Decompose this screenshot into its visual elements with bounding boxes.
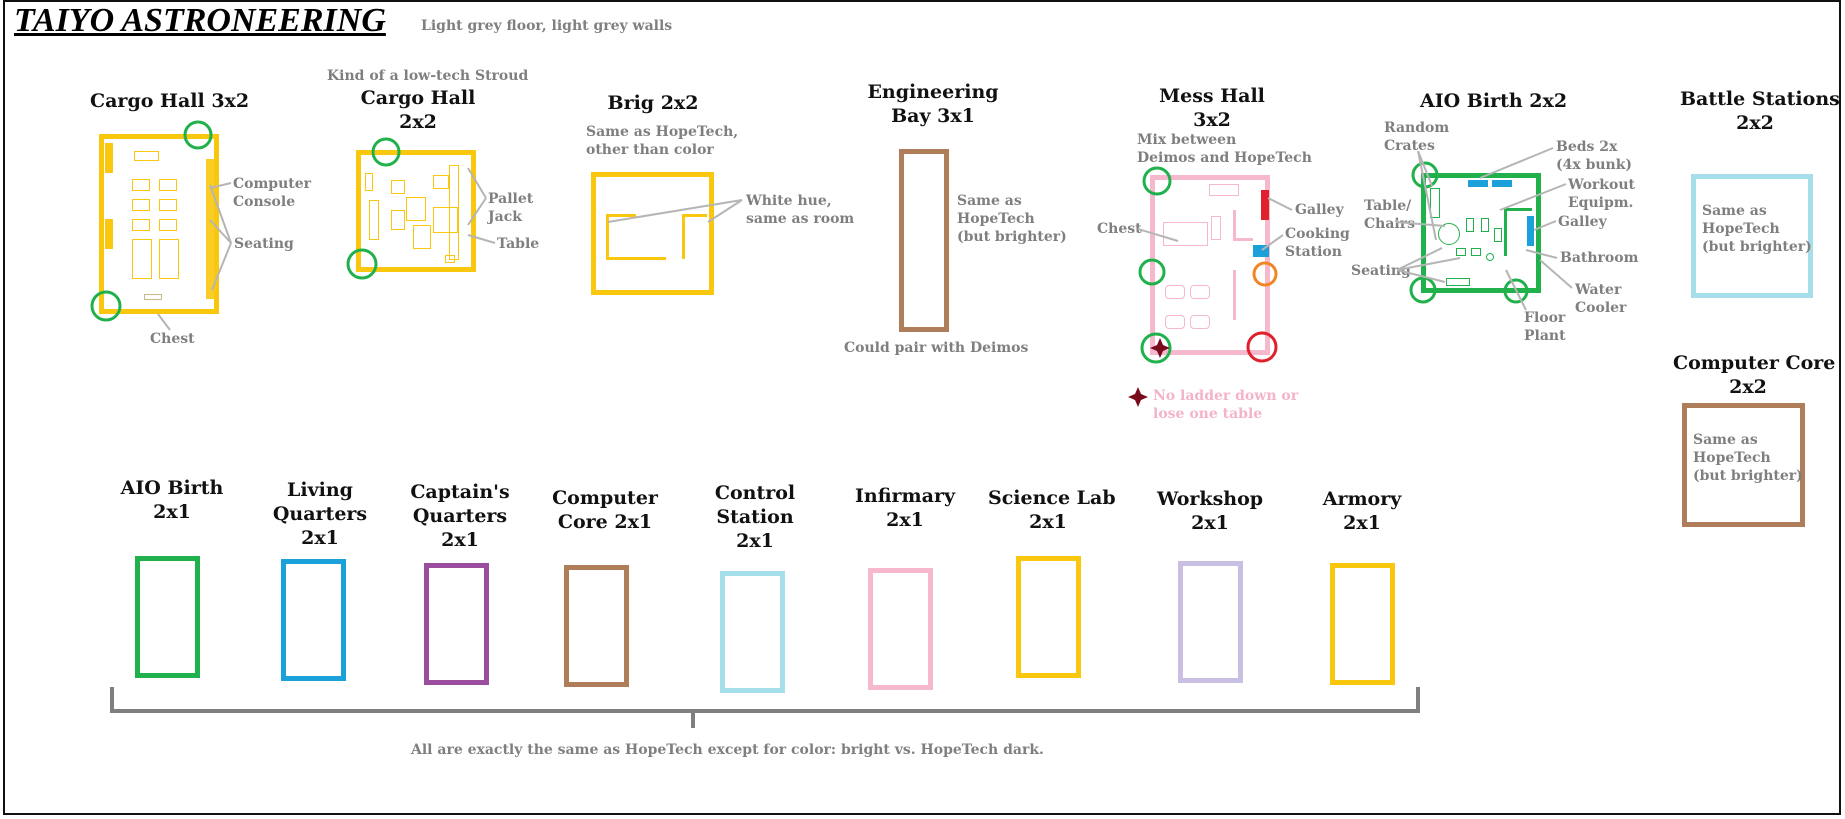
mess-hall-room <box>1150 175 1270 355</box>
doorway-circle-red <box>1246 331 1278 363</box>
cargo-hall-2x2-table-label: Table <box>497 236 540 252</box>
warning-marker-icon <box>1128 387 1148 407</box>
aio-birth-2x2-table-chairs-label: Table/Chairs <box>1364 198 1415 232</box>
page-border <box>3 0 1841 815</box>
bottom-bracket <box>110 687 1420 728</box>
cargo-hall-3x2-room <box>99 134 219 314</box>
cargo-hall-3x2-heading: Cargo Hall 3x2 <box>90 90 250 112</box>
cargo-hall-2x2-room <box>356 150 476 272</box>
doorway-circle <box>1142 166 1172 196</box>
brig-heading: Brig 2x2 <box>607 92 699 114</box>
global-note: Light grey floor, light grey walls <box>421 18 673 34</box>
doorway-circle <box>1409 276 1437 304</box>
mess-hall-chest-label: Chest <box>1097 221 1142 237</box>
mess-hall-galley-label: Galley <box>1295 202 1344 218</box>
small-room-computer-core <box>564 565 629 687</box>
cargo-hall-3x2-seating-label: Seating <box>234 236 294 252</box>
small-room-workshop <box>1178 561 1243 683</box>
small-room-aio-birth <box>135 556 200 678</box>
aio-birth-2x2-seating-label: Seating <box>1351 263 1411 279</box>
diagram-title: TAIYO ASTRONEERING <box>14 2 386 39</box>
doorway-circle <box>1503 278 1529 304</box>
aio-birth-2x2-room <box>1421 173 1541 293</box>
ladder-marker-icon <box>1150 338 1170 358</box>
small-room-armory <box>1330 563 1395 685</box>
aio-birth-2x2-galley-label: Galley <box>1558 214 1607 230</box>
cargo-hall-2x2-pre-note: Kind of a low-tech Stroud <box>327 68 529 84</box>
brig-white-hue-label: White hue,same as room <box>746 193 855 227</box>
doorway-circle <box>371 137 401 167</box>
computer-core-2x2-room <box>1682 403 1805 527</box>
brig-note: Same as HopeTech,other than color <box>586 124 739 158</box>
small-room-infirmary <box>868 568 933 690</box>
doorway-circle-orange <box>1252 261 1278 287</box>
engineering-bay-room <box>899 149 949 332</box>
bracket-note: All are exactly the same as HopeTech exc… <box>411 742 1044 758</box>
aio-birth-2x2-heading: AIO Birth 2x2 <box>1420 90 1568 112</box>
small-room-control-station <box>720 571 785 693</box>
doorway-circle <box>1138 258 1166 286</box>
aio-birth-2x2-bathroom-label: Bathroom <box>1560 250 1639 266</box>
doorway-circle <box>90 290 122 322</box>
doorway-circle <box>183 120 213 150</box>
small-room-science-lab <box>1016 556 1081 678</box>
cargo-hall-3x2-chest-label: Chest <box>150 331 195 347</box>
aio-birth-2x2-beds-label: Beds 2x(4x bunk) <box>1556 139 1633 173</box>
brig-room <box>591 172 714 295</box>
battle-stations-room <box>1691 174 1813 298</box>
engineering-bay-bottom-note: Could pair with Deimos <box>844 340 1029 356</box>
small-room-living-quarters <box>281 559 346 681</box>
doorway-circle <box>346 248 378 280</box>
small-room-captains-quarters <box>424 563 489 685</box>
